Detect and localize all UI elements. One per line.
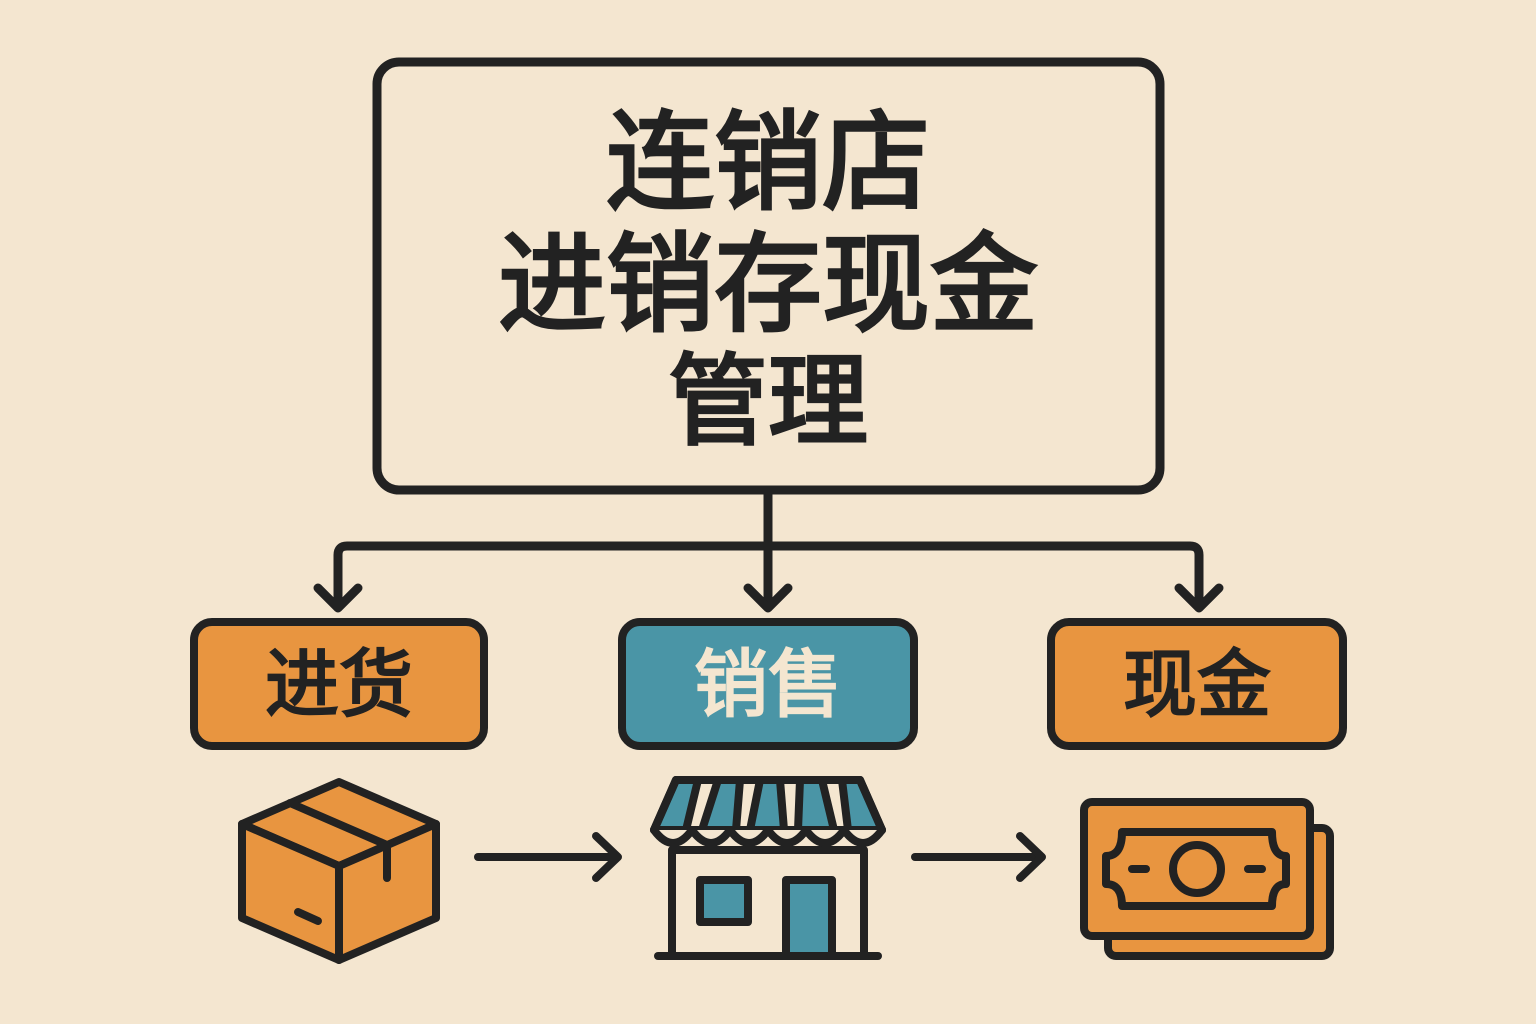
arrowhead-sales [743, 583, 793, 613]
connector-tree [313, 485, 1224, 613]
flow-arrow-1 [474, 832, 622, 882]
category-purchase-label: 进货 [265, 642, 413, 728]
category-cash: 现金 [1047, 618, 1347, 750]
category-purchase: 进货 [190, 618, 488, 750]
connector-bar [333, 541, 1204, 609]
category-sales-label: 销售 [694, 642, 842, 728]
title-line-1: 连销店 [606, 101, 930, 226]
arrowhead-cash [1174, 583, 1224, 613]
title-line-2: 进销存现金 [498, 223, 1039, 348]
flow-arrow-2 [911, 832, 1046, 882]
category-cash-label: 现金 [1123, 642, 1272, 728]
store-icon [650, 776, 886, 960]
title-box: 连销店 进销存现金 管理 [372, 57, 1165, 495]
box-icon [238, 778, 440, 964]
category-sales: 销售 [618, 618, 918, 750]
arrowhead-purchase [313, 583, 363, 613]
money-icon [1080, 798, 1334, 960]
title-line-3: 管理 [668, 343, 868, 460]
